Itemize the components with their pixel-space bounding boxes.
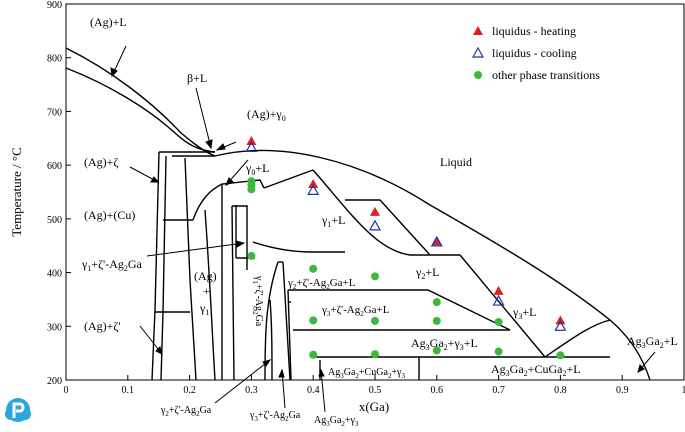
legend-marker-1	[473, 26, 483, 35]
data-point-series-3	[309, 316, 317, 324]
legend-label-1: liquidus - heating	[492, 24, 576, 38]
data-point-series-3	[247, 252, 255, 260]
arrow	[111, 68, 117, 76]
data-point-series-3	[309, 351, 317, 359]
x-tick-label: 0.9	[616, 385, 629, 396]
boundary-line	[161, 156, 166, 380]
y-tick-label: 300	[47, 322, 62, 333]
publisher-logo-icon	[3, 396, 33, 424]
region-label-beta-l: β+L	[187, 71, 207, 85]
y-tick-label: 400	[47, 269, 62, 280]
region-label-ag-l: (Ag)+L	[90, 15, 127, 29]
region-label-ag-cu: (Ag)+(Cu)	[84, 208, 135, 222]
y-tick-label: 700	[47, 107, 62, 118]
data-point-series-1	[555, 315, 565, 324]
region-label-ag3ga2-l: Ag3Ga2+L	[627, 334, 678, 350]
data-point-series-3	[433, 298, 441, 306]
data-point-series-3	[495, 348, 503, 356]
data-point-series-2	[370, 221, 380, 230]
data-point-series-3	[371, 317, 379, 325]
region-label-g3-zeta-ag2ga-l: γ3+ζ'-Ag2Ga+L	[321, 304, 390, 318]
arrow	[226, 178, 233, 185]
region-label-ag3ga2-cuga2-l: Ag3Ga2+CuGa2+L	[491, 362, 581, 378]
y-tick-label: 600	[47, 161, 62, 172]
x-tick-label: 0	[64, 385, 69, 396]
y-tick-label: 800	[47, 54, 62, 65]
x-tick-label: 0.1	[122, 385, 135, 396]
data-point-series-3	[495, 318, 503, 326]
arrow	[215, 360, 270, 403]
x-tick-label: 1	[682, 385, 685, 396]
legend: liquidus - heating liquidus - cooling othe…	[473, 24, 600, 82]
y-tick-label: 200	[47, 376, 62, 387]
x-axis-ticks: 0 0.1 0.2 0.3 0.4 0.5 0.6 0.7 0.8 0.9 1	[64, 375, 685, 396]
region-label-g2-zeta-ag2ga-l: γ2+ζ'-Ag2Ga+L	[287, 277, 356, 291]
data-point-series-3	[556, 351, 564, 359]
data-point-series-1	[494, 286, 504, 295]
region-label-vertical: γ1+ζ'-Ag2Ga	[251, 275, 264, 327]
y-axis-ticks: 200 300 400 500 600 700 800 900	[47, 0, 71, 387]
boundary-line	[232, 206, 247, 270]
boundary-line	[545, 320, 610, 357]
region-label-ag-zeta: (Ag)+ζ	[84, 155, 118, 169]
data-point-series-3	[371, 272, 379, 280]
data-point-series-1	[370, 207, 380, 216]
x-tick-label: 0.3	[245, 385, 258, 396]
boundary-line	[270, 300, 272, 380]
region-label-ag3ga2-g3-l: Ag3Ga2+γ3+L	[411, 336, 478, 352]
region-label-gamma1-l: γ1+L	[321, 213, 345, 229]
boundary-line	[264, 170, 313, 188]
boundary-line	[313, 170, 410, 255]
region-label-ag3ga2-cuga2-g3: Ag3Ga2+CuGa2+γ3	[328, 367, 405, 380]
arrow	[151, 177, 158, 182]
x-tick-label: 0.2	[183, 385, 196, 396]
liquidus-curve	[66, 48, 215, 156]
x-tick-label: 0.7	[492, 385, 505, 396]
region-label-liquid: Liquid	[440, 155, 472, 169]
data-point-series-3	[309, 265, 317, 273]
arrow	[196, 88, 211, 148]
x-tick-label: 0.8	[554, 385, 567, 396]
region-label-ag-gamma0: (Ag)+γ0	[247, 107, 286, 123]
legend-label-3: other phase transitions	[492, 68, 600, 82]
region-label-gamma0-l: γ0+L	[245, 161, 269, 177]
y-axis-title: Temperature / °C	[9, 147, 24, 236]
arrow	[236, 241, 244, 247]
region-label-plus: +	[203, 284, 210, 298]
region-label-gamma3-l: γ3+L	[512, 305, 536, 321]
x-tick-label: 0.6	[431, 385, 444, 396]
legend-label-2: liquidus - cooling	[492, 46, 577, 60]
boundary-line	[232, 206, 234, 380]
region-label-ag3ga2-g3: Ag3Ga2+γ3	[314, 415, 359, 427]
region-label-gamma1: γ1	[199, 301, 209, 317]
data-point-series-3	[247, 185, 255, 193]
y-tick-label: 900	[47, 0, 62, 11]
boundary-line	[253, 242, 345, 252]
data-point-series-3	[371, 350, 379, 358]
data-point-series-3	[433, 317, 441, 325]
legend-marker-2	[473, 48, 483, 57]
x-tick-label: 0.4	[307, 385, 320, 396]
y-tick-label: 500	[47, 215, 62, 226]
x-tick-label: 0.5	[369, 385, 382, 396]
region-label-gamma2-l: γ2+L	[415, 265, 439, 281]
data-point-series-3	[433, 346, 441, 354]
arrow	[279, 370, 284, 377]
region-label-g2-zeta-ag2ga: γ2+ζ'-Ag2Ga	[160, 405, 212, 418]
arrow	[206, 140, 212, 148]
x-axis-title: x(Ga)	[359, 399, 389, 414]
data-points	[246, 136, 565, 359]
region-label-ag: (Ag)	[194, 269, 217, 283]
region-label-g1-zeta-ag2ga: γ1+ζ'-Ag2Ga	[81, 257, 143, 273]
region-label-ag-zetaprime: (Ag)+ζ'	[84, 319, 121, 333]
arrow	[217, 144, 225, 150]
region-label-g3-zeta-ag2ga: γ3+ζ'-Ag2Ga	[249, 410, 301, 423]
legend-marker-3	[474, 71, 482, 79]
arrow	[147, 243, 244, 256]
